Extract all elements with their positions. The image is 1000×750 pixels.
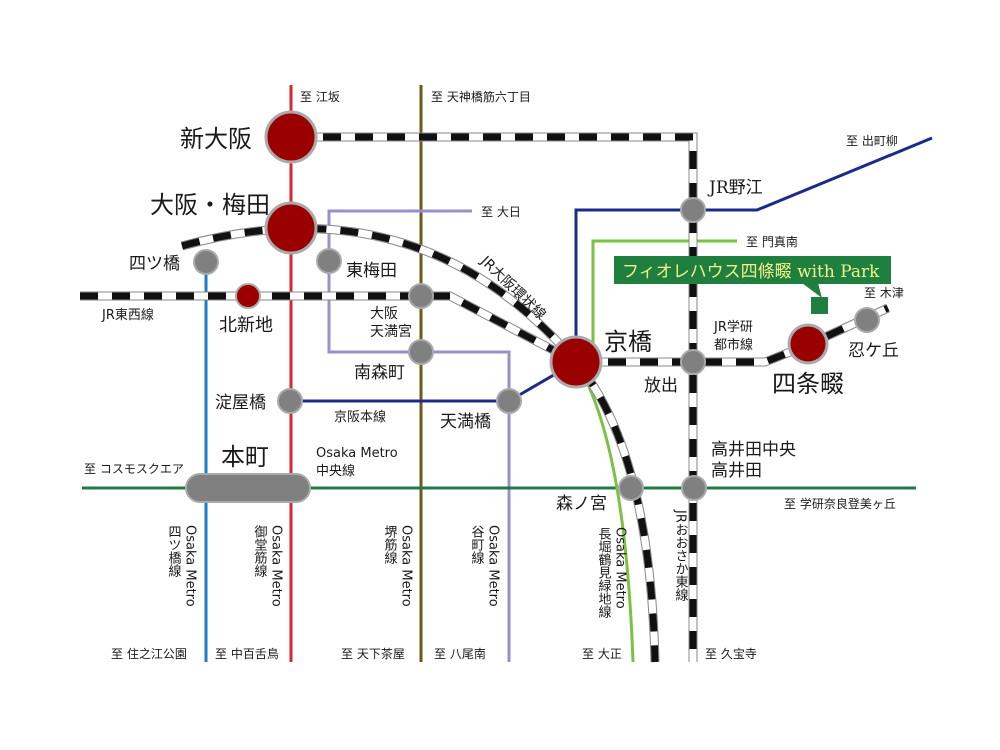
station-minamimorimachi[interactable] (408, 339, 434, 365)
station-kitashinchi[interactable] (235, 283, 261, 309)
direction-labels: 至 江坂 至 天神橋筋六丁目 至 出町柳 至 大日 至 門真南 至 木津 至 コ… (84, 89, 904, 661)
keihan-line-north (574, 136, 933, 362)
property-callout[interactable]: フィオレハウス四條畷 with Park (614, 256, 891, 314)
label-temmabashi: 天満橋 (440, 412, 491, 432)
dir-kadomaminami: 至 門真南 (746, 234, 798, 249)
dir-tengachaya: 至 天下茶屋 (341, 646, 405, 661)
property-pointer (802, 283, 822, 298)
label-tanimachi-line-2: 谷町線 (469, 525, 485, 564)
label-minamimorimachi: 南森町 (354, 363, 405, 383)
station-yodoyabashi[interactable] (277, 388, 303, 414)
label-jr-noe: JR野江 (707, 178, 763, 198)
label-chuo-2: 中央線 (316, 463, 355, 479)
dir-demachiyanagi: 至 出町柳 (846, 134, 898, 148)
dir-tenjinbashisuji: 至 天神橋筋六丁目 (431, 89, 531, 104)
stations (185, 110, 880, 503)
station-yotsubashi[interactable] (193, 249, 219, 275)
label-honmachi: 本町 (221, 443, 269, 471)
dir-taisho: 至 大正 (582, 647, 622, 661)
property-label-box (614, 256, 891, 284)
label-jr-osaka-higashi: JRおおさか東線 (673, 509, 689, 601)
label-jr-tozai: JR東西線 (101, 307, 154, 323)
dir-cosmosquare: 至 コスモスクエア (84, 462, 184, 476)
label-midosuji-line-2: 御堂筋線 (252, 525, 268, 577)
label-gakkentoshi-1: JR学研 (713, 319, 753, 335)
label-osaka-tenmangu-2: 天満宮 (370, 324, 412, 340)
station-kyobashi[interactable] (549, 335, 603, 389)
label-kyobashi: 京橋 (604, 328, 652, 356)
label-shijonawate: 四条畷 (772, 370, 844, 398)
station-temmabashi[interactable] (496, 388, 522, 414)
station-labels: 新大阪 大阪・梅田 四ツ橋 東梅田 北新地 大阪 天満宮 南森町 淀屋橋 天満橋… (129, 125, 899, 514)
label-takaida-1: 高井田中央 (711, 440, 796, 460)
label-chuo-1: Osaka Metro (316, 446, 398, 461)
label-yotsubashi: 四ツ橋 (129, 254, 180, 274)
line-labels: JR東西線 JR大阪環状線 京阪本線 JR学研 都市線 Osaka Metro … (101, 253, 753, 619)
tanimachi-line (327, 209, 511, 662)
label-yotsubashi-line-2: 四ツ橋線 (166, 525, 182, 577)
label-osaka-tenmangu-1: 大阪 (370, 306, 398, 322)
label-tanimachi-line-1: Osaka Metro (486, 525, 501, 607)
label-midosuji-line-1: Osaka Metro (269, 525, 284, 607)
station-morinomiya[interactable] (618, 475, 644, 501)
keihan-main-line (290, 360, 577, 403)
dir-yaominami: 至 八尾南 (434, 646, 486, 661)
station-shin-osaka[interactable] (264, 110, 318, 164)
station-shijonawate[interactable] (787, 323, 829, 365)
dir-kizu: 至 木津 (864, 286, 904, 300)
label-takaida-2: 高井田 (711, 461, 762, 481)
label-osaka-umeda: 大阪・梅田 (150, 191, 270, 219)
dir-nakamozu: 至 中百舌鳥 (215, 646, 279, 661)
label-higashi-umeda: 東梅田 (346, 261, 397, 281)
label-yotsubashi-line-1: Osaka Metro (183, 525, 198, 607)
property-marker[interactable] (811, 297, 828, 314)
station-shinobugaoka[interactable] (854, 307, 880, 333)
label-sakaisuji-line-1: Osaka Metro (399, 525, 414, 607)
dir-gakkennara: 至 学研奈良登美ヶ丘 (784, 496, 896, 511)
label-gakkentoshi-2: 都市線 (714, 337, 753, 353)
station-osaka-umeda[interactable] (264, 201, 318, 255)
label-morinomiya: 森ノ宮 (556, 494, 607, 514)
station-higashi-umeda[interactable] (316, 248, 342, 274)
label-yodoyabashi: 淀屋橋 (215, 393, 266, 413)
dir-suminoekoen: 至 住之江公園 (111, 647, 187, 661)
label-hanaten: 放出 (644, 376, 678, 396)
station-jr-noe[interactable] (680, 197, 706, 223)
station-osaka-tenmangu[interactable] (408, 283, 434, 309)
dir-esaka: 至 江坂 (300, 90, 340, 104)
station-honmachi[interactable] (185, 473, 311, 503)
label-shin-osaka: 新大阪 (180, 125, 252, 153)
label-sakaisuji-line-2: 堺筋線 (382, 525, 398, 564)
property-label: フィオレハウス四條畷 with Park (622, 262, 880, 282)
label-nagahori-line-2: 長堀鶴見緑地線 (596, 527, 612, 618)
jr-gakkentoshi-line (576, 303, 890, 367)
dir-kyuhoji: 至 久宝寺 (705, 647, 757, 661)
jr-tozai-line (80, 291, 579, 366)
label-shinobugaoka: 忍ケ丘 (848, 341, 899, 361)
station-hanaten[interactable] (680, 349, 706, 375)
station-takaida[interactable] (681, 475, 707, 501)
dir-dainichi: 至 大日 (481, 205, 521, 219)
label-keihan-main: 京阪本線 (334, 409, 386, 425)
label-kitashinchi: 北新地 (219, 315, 273, 336)
label-nagahori-line-1: Osaka Metro (613, 527, 628, 609)
